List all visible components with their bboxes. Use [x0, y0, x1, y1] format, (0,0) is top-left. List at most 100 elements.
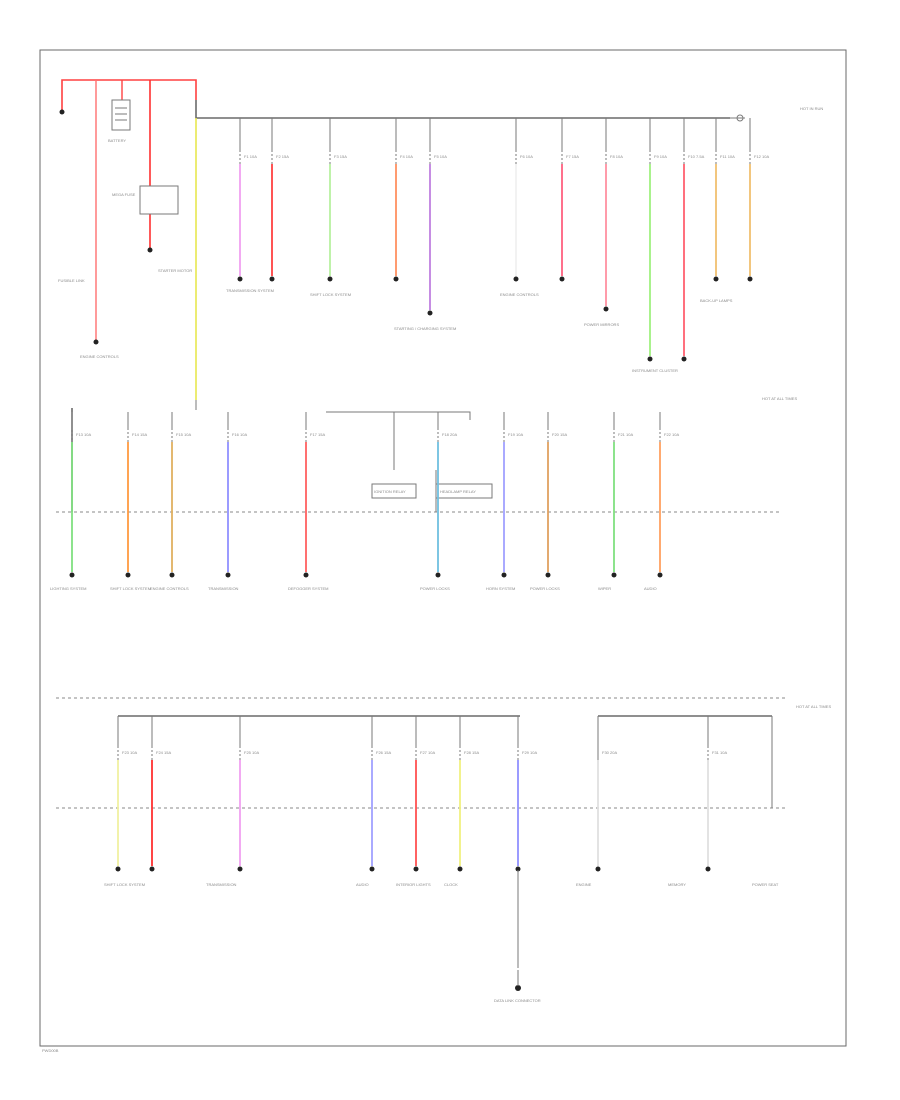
connector-node-icon: [595, 866, 601, 872]
row2-circuit-1: F13 10A: [69, 412, 91, 578]
fuse-label: F7 15A: [566, 154, 579, 159]
connector-node-icon: [545, 572, 551, 578]
row2-system-3: ENGINE CONTROLS: [150, 586, 189, 591]
connector-node-icon: [647, 356, 653, 362]
row1-circuit-5: F5 10A: [427, 118, 447, 316]
row2-system-5: DEFOGGER SYSTEM: [288, 586, 328, 591]
row1-system-2: SHIFT LOCK SYSTEM: [310, 292, 351, 297]
fuse-label: F14 15A: [132, 432, 147, 437]
row2-system-7: HORN SYSTEM: [486, 586, 515, 591]
fuse-label: F21 10A: [618, 432, 633, 437]
connector-node-icon: [657, 572, 663, 578]
connector-node-icon: [125, 572, 131, 578]
row2-system-10: AUDIO: [644, 586, 657, 591]
connector-node-icon: [457, 866, 463, 872]
connector-node-icon: [501, 572, 507, 578]
row2-circuit-4: F16 10A: [225, 412, 247, 578]
top-bus: [195, 100, 730, 119]
fuse-label: F28 15A: [464, 750, 479, 755]
row1-circuit-6: F6 10A: [513, 118, 533, 282]
row1-circuit-8: F8 10A: [603, 118, 623, 312]
row2-system-4: TRANSMISSION: [208, 586, 239, 591]
row1-circuit-10: F10 7.5A: [681, 118, 705, 362]
row2-system-6: POWER LOCKS: [420, 586, 450, 591]
row2-circuit-5: F17 15A: [303, 412, 325, 578]
connector-node-icon: [427, 310, 433, 316]
engine-control-label: ENGINE CONTROLS: [80, 354, 119, 359]
connector-node-icon: [169, 572, 175, 578]
connector-node-icon: [681, 356, 687, 362]
row3-system-4: INTERIOR LIGHTS: [396, 882, 431, 887]
row1-circuit-4: F4 10A: [393, 118, 413, 282]
fuse-label: F2 15A: [276, 154, 289, 159]
row1-circuit-11: F11 10A: [713, 118, 735, 282]
fuse-label: F12 10A: [754, 154, 769, 159]
row3-system-6: ENGINE: [576, 882, 592, 887]
connector-node-icon: [413, 866, 419, 872]
row2-circuit-10: F22 10A: [657, 412, 679, 578]
row3-system-5: CLOCK: [444, 882, 458, 887]
fuse-label: F5 10A: [434, 154, 447, 159]
row3-system-7: MEMORY: [668, 882, 686, 887]
fuse-label: F3 15A: [334, 154, 347, 159]
row2-circuit-7: F19 10A: [501, 412, 523, 578]
fusible-link-label: FUSIBLE LINK: [58, 278, 85, 283]
ignition-relay-label: IGNITION RELAY: [374, 489, 406, 494]
fuse-label: F8 10A: [610, 154, 623, 159]
connector-node-icon: [393, 276, 399, 282]
row2-circuits: F13 10A F14 15A F15 10A F16 10A F17 15A F18 2…: [50, 412, 679, 591]
fuse-label: F22 10A: [664, 432, 679, 437]
starter-label: STARTER MOTOR: [158, 268, 192, 273]
fuse-label: F1 10A: [244, 154, 257, 159]
row3-circuit-2: F24 15A: [149, 716, 171, 872]
row2-system-2: SHIFT LOCK SYSTEM: [110, 586, 151, 591]
row1-circuit-3: F3 15A: [327, 118, 347, 282]
row3-circuit-1: F23 10A: [115, 716, 137, 872]
fuse-label: F25 10A: [244, 750, 259, 755]
connector-node-icon: [225, 572, 231, 578]
connector-node-icon: [69, 572, 75, 578]
connector-node-icon: [327, 276, 333, 282]
bottom-label: DATA LINK CONNECTOR: [494, 998, 541, 1003]
fuse-label: F17 15A: [310, 432, 325, 437]
connector-node-icon: [237, 276, 243, 282]
row1-system-5: POWER MIRRORS: [584, 322, 619, 327]
connector-node-icon: [611, 572, 617, 578]
row1-system-7: BACK-UP LAMPS: [700, 298, 733, 303]
fuse-label: F29 10A: [522, 750, 537, 755]
corner-code: PWD00B: [42, 1048, 59, 1053]
row2-circuit-6: F18 20A: [435, 412, 457, 578]
fuse-label: F6 10A: [520, 154, 533, 159]
connector-node-icon: [515, 866, 521, 872]
fuse-label: F9 10A: [654, 154, 667, 159]
connector-node-icon: [603, 306, 609, 312]
connector-node-icon: [115, 866, 121, 872]
fuse-label: F10 7.5A: [688, 154, 705, 159]
row1-circuit-2: F2 15A: [269, 118, 289, 282]
connector-node-icon: [435, 572, 441, 578]
row2-system-8: POWER LOCKS: [530, 586, 560, 591]
fuse-label: F30 20A: [602, 750, 617, 755]
connector-node-icon: [369, 866, 375, 872]
fuse-label: F13 10A: [76, 432, 91, 437]
row3-circuit-4: F26 15A: [369, 716, 391, 872]
fuse-label: F24 15A: [156, 750, 171, 755]
battery-label: BATTERY: [108, 138, 126, 143]
connector-node-icon: [513, 276, 519, 282]
connector-node-icon: [269, 276, 275, 282]
connector-node-icon: [303, 572, 309, 578]
mega-fuse-box: [139, 185, 179, 215]
row2-circuit-3: F15 10A: [169, 412, 191, 578]
row3-circuit-8: F30 20A: [595, 716, 617, 872]
row2-bus-label: HOT AT ALL TIMES: [762, 396, 797, 401]
row3-circuit-3: F25 10A: [237, 716, 259, 872]
connector-node-icon: [237, 866, 243, 872]
row3-circuit-9: F31 10A: [705, 716, 727, 872]
fuse-label: F26 15A: [376, 750, 391, 755]
row2-system-1: LIGHTING SYSTEM: [50, 586, 86, 591]
connector-node-icon: [149, 866, 155, 872]
connector-node-icon: [705, 866, 711, 872]
row1-circuit-9: F9 10A: [647, 118, 667, 362]
row3-system-3: AUDIO: [356, 882, 369, 887]
